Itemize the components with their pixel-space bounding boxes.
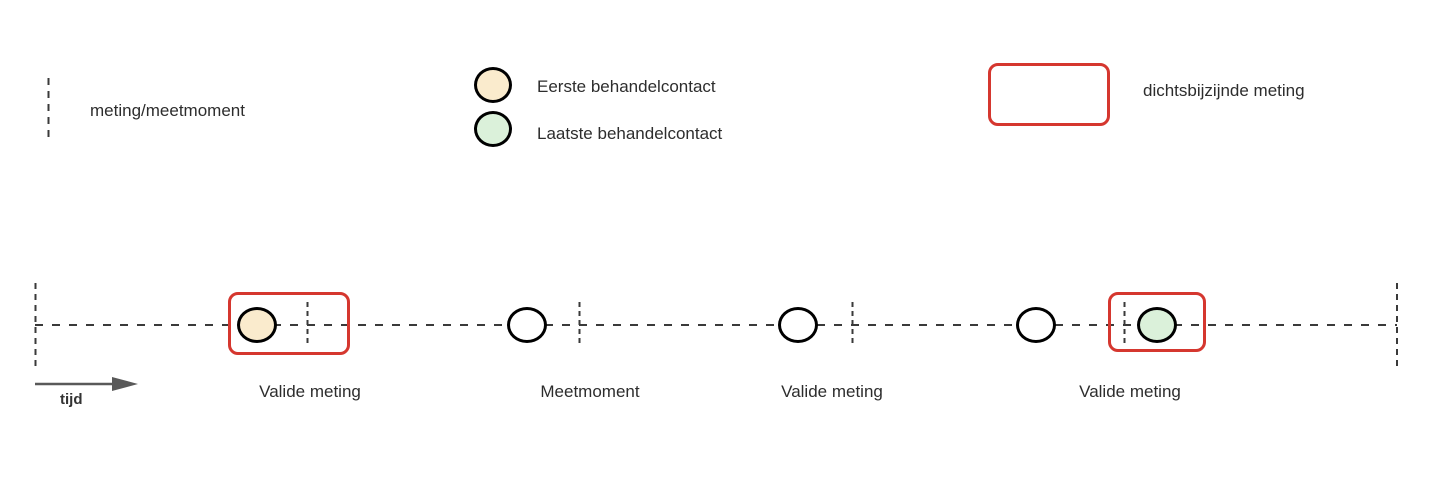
timeline-point-meetmoment-2 — [778, 307, 818, 343]
time-arrow-head-icon — [112, 377, 138, 391]
legend-first-contact-label: Eerste behandelcontact — [537, 77, 716, 96]
timeline-label-valide-meting-1: Valide meting — [259, 382, 361, 401]
timeline-point-meetmoment-1 — [507, 307, 547, 343]
legend-last-contact-label: Laatste behandelcontact — [537, 124, 723, 143]
timeline-point-meetmoment-3 — [1016, 307, 1056, 343]
nearest-measurement-highlight-1 — [228, 292, 350, 355]
timeline-label-valide-meting-2: Valide meting — [781, 382, 883, 401]
legend-nearest-measurement-label: dichtsbijzijnde meting — [1143, 81, 1305, 100]
legend-last-contact-circle-icon — [474, 111, 512, 147]
timeline-point-first-contact — [237, 307, 277, 343]
legend-nearest-measurement-box-icon — [988, 63, 1110, 126]
time-axis-label: tijd — [60, 391, 83, 408]
timeline-point-last-contact — [1137, 307, 1177, 343]
nearest-measurement-highlight-2 — [1108, 292, 1206, 352]
legend-measurement-label: meting/meetmoment — [90, 101, 245, 120]
legend-first-contact-circle-icon — [474, 67, 512, 103]
timeline-label-valide-meting-3: Valide meting — [1079, 382, 1181, 401]
timeline-label-meetmoment: Meetmoment — [540, 382, 640, 401]
